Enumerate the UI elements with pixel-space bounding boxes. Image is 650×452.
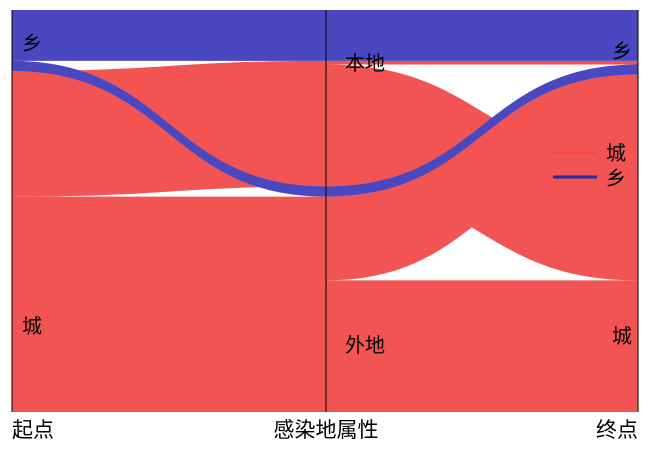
ribbon-urban-5 — [326, 280, 638, 412]
category-label-start-urban: 城 — [22, 314, 42, 338]
legend: 城 乡 — [553, 141, 626, 190]
ribbon-rural-6 — [12, 10, 326, 61]
axis-title-end: 终点 — [596, 418, 638, 442]
ribbon-rural-8 — [326, 10, 638, 61]
ribbon-urban-1 — [12, 196, 326, 412]
ribbon-rural-9 — [326, 64, 638, 197]
category-label-end-urban: 城 — [612, 324, 632, 348]
axis-title-start: 起点 — [12, 418, 54, 442]
axes-layer — [11, 10, 639, 412]
legend-label-urban: 城 — [606, 141, 626, 165]
category-label-nonlocal: 外地 — [345, 333, 385, 357]
legend-label-rural: 乡 — [606, 166, 626, 190]
category-label-start-rural: 乡 — [22, 31, 42, 55]
ribbon-rural-7 — [12, 60, 326, 197]
ribbon-urban-4 — [326, 74, 638, 281]
axis-title-infection-origin: 感染地属性 — [274, 418, 379, 442]
ribbons-layer — [12, 10, 638, 412]
category-label-end-rural: 乡 — [612, 39, 632, 63]
ribbon-urban-2 — [326, 60, 638, 65]
category-label-local: 本地 — [345, 51, 385, 75]
